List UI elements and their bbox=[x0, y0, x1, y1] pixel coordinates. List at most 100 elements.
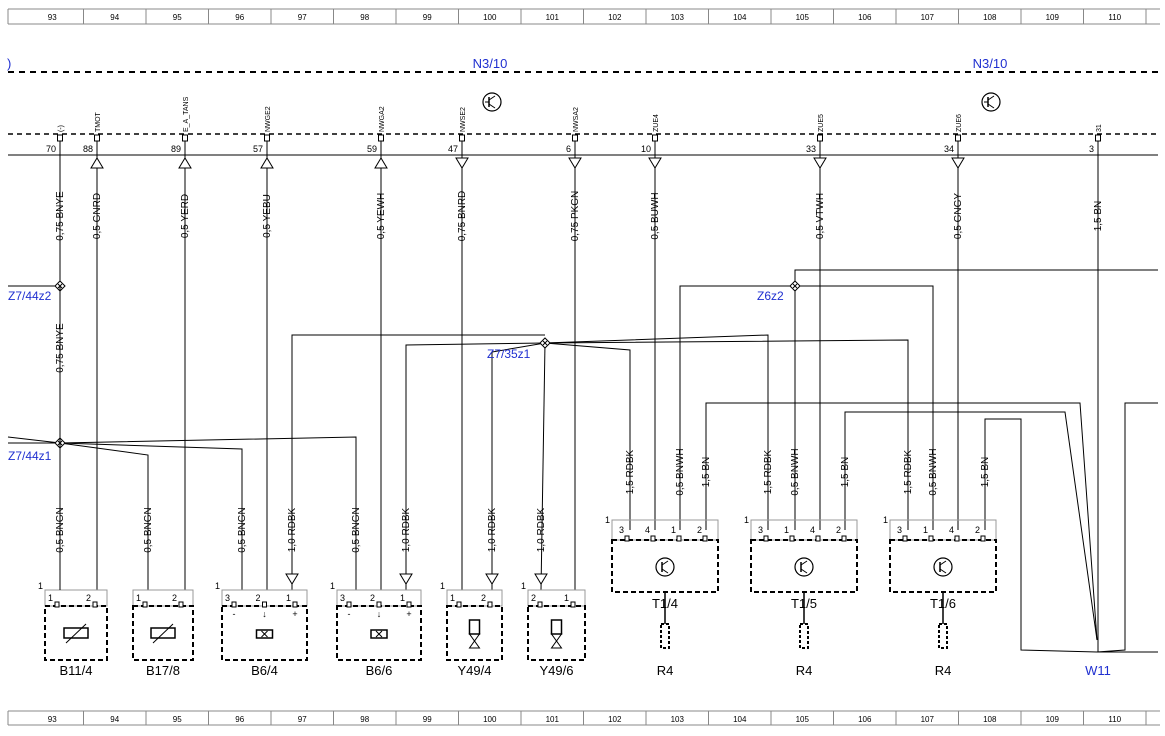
wire-label: 0,5 YEWH bbox=[376, 193, 387, 240]
pin-number: 1 bbox=[564, 593, 569, 603]
component-b6-4: 13-2↓1+B6/4 bbox=[215, 581, 308, 678]
pin-signal: ZUE6 bbox=[956, 114, 963, 132]
pin-number: 2 bbox=[836, 525, 841, 535]
unit-label-right: N3/10 bbox=[973, 56, 1008, 71]
thermistor-icon bbox=[63, 627, 89, 639]
pin-socket bbox=[537, 601, 543, 608]
pin-number: 47 bbox=[448, 144, 458, 154]
corner-number: 1 bbox=[330, 581, 335, 591]
ruler-number: 100 bbox=[483, 715, 497, 724]
pin-number: 57 bbox=[253, 144, 263, 154]
spark-plug-label: R4 bbox=[935, 663, 952, 678]
hall-sensor-icon bbox=[255, 629, 274, 639]
transistor-icon bbox=[981, 92, 1001, 112]
ruler-number: 104 bbox=[733, 715, 747, 724]
splice-label: Z7/35z1 bbox=[487, 347, 531, 361]
pin-signal: NWSE2 bbox=[460, 107, 467, 132]
unit-edge-mark: ) bbox=[7, 56, 11, 71]
solenoid-valve-icon bbox=[468, 633, 481, 642]
wire-label: 1,5 BN bbox=[1093, 201, 1104, 232]
pin-number: 3 bbox=[758, 525, 763, 535]
corner-number: 1 bbox=[521, 581, 526, 591]
pin-socket bbox=[980, 535, 986, 542]
pin-number: 2 bbox=[86, 593, 91, 603]
wire-label: 0,5 BNWH bbox=[928, 448, 939, 495]
arrow-up-icon bbox=[90, 157, 104, 169]
corner-number: 1 bbox=[605, 515, 610, 525]
wire-label: 0,75 BNYE bbox=[55, 191, 66, 241]
ruler-number: 93 bbox=[48, 715, 57, 724]
ruler-number: 94 bbox=[110, 13, 119, 22]
arrow-down-icon bbox=[455, 157, 469, 169]
connector-frame bbox=[446, 589, 503, 607]
corner-number: 1 bbox=[38, 581, 43, 591]
ruler-number: 101 bbox=[546, 13, 560, 22]
pin-number: 2 bbox=[975, 525, 980, 535]
ruler-number: 98 bbox=[360, 715, 369, 724]
pin-socket bbox=[955, 134, 961, 142]
pin-socket bbox=[702, 535, 708, 542]
wire-label: 0,75 BNRD bbox=[457, 191, 468, 242]
arrow-down-icon bbox=[285, 573, 299, 585]
ruler-number: 109 bbox=[1046, 715, 1060, 724]
pin-number: 4 bbox=[810, 525, 815, 535]
splice-mark bbox=[792, 283, 798, 289]
transistor-icon bbox=[482, 92, 502, 112]
pin-signal: TMOT bbox=[95, 111, 102, 132]
pin-number: 1 bbox=[671, 525, 676, 535]
spark-plug-label: R4 bbox=[657, 663, 674, 678]
wire-label: 1,5 RDBK bbox=[903, 449, 914, 494]
spark-plug-icon bbox=[799, 623, 809, 649]
pin-number: 70 bbox=[46, 144, 56, 154]
pin-signal: ZUE4 bbox=[653, 114, 660, 132]
wire-label: 1,0 RDBK bbox=[401, 507, 412, 552]
pin-socket bbox=[378, 134, 384, 142]
component-label: B17/8 bbox=[146, 663, 180, 678]
arrow-down-icon bbox=[399, 573, 413, 585]
pin-number: 33 bbox=[806, 144, 816, 154]
ruler-number: 98 bbox=[360, 13, 369, 22]
ruler-number: 97 bbox=[298, 13, 307, 22]
pin-socket bbox=[262, 601, 267, 608]
ruler-number: 96 bbox=[235, 715, 244, 724]
pin-socket bbox=[182, 134, 188, 142]
pin-socket bbox=[815, 535, 821, 542]
pin-number: 1 bbox=[923, 525, 928, 535]
spark-plug-label: R4 bbox=[796, 663, 813, 678]
wire-label: 1,0 RDBK bbox=[487, 507, 498, 552]
pin-signal: 31 bbox=[1096, 124, 1103, 132]
arrow-down-icon bbox=[648, 157, 662, 169]
splice-label: Z6z2 bbox=[757, 289, 784, 303]
pin-number: 88 bbox=[83, 144, 93, 154]
arrow-down-icon bbox=[568, 157, 582, 169]
pin-socket bbox=[676, 535, 682, 542]
wire-label: 0,5 BNGN bbox=[55, 507, 66, 553]
pin-number: 1 bbox=[784, 525, 789, 535]
arrow-down-icon bbox=[951, 157, 965, 169]
ruler-number: 99 bbox=[423, 13, 432, 22]
ruler-number: 104 bbox=[733, 13, 747, 22]
pin-number: 2 bbox=[697, 525, 702, 535]
wire-label: 0,5 VTWH bbox=[815, 193, 826, 239]
pin-sign: - bbox=[348, 609, 351, 619]
pin-sign: - bbox=[233, 609, 236, 619]
pin-number: 3 bbox=[1089, 144, 1094, 154]
pin-socket bbox=[57, 134, 63, 142]
wire-label: 0,5 BNGN bbox=[143, 507, 154, 553]
ruler-number: 101 bbox=[546, 715, 560, 724]
wire-label: 1,0 RDBK bbox=[287, 507, 298, 552]
pin-socket bbox=[572, 134, 578, 142]
corner-number: 1 bbox=[215, 581, 220, 591]
solenoid-valve-icon bbox=[550, 619, 563, 635]
pin-number: 34 bbox=[944, 144, 954, 154]
pin-socket bbox=[54, 601, 60, 608]
wire-label: 0,5 YEBU bbox=[262, 194, 273, 238]
pin-socket bbox=[406, 601, 412, 608]
wire-label: 0,5 BNWH bbox=[675, 448, 686, 495]
unit-label-left: N3/10 bbox=[473, 56, 508, 71]
pin-signal: ZUE5 bbox=[818, 114, 825, 132]
